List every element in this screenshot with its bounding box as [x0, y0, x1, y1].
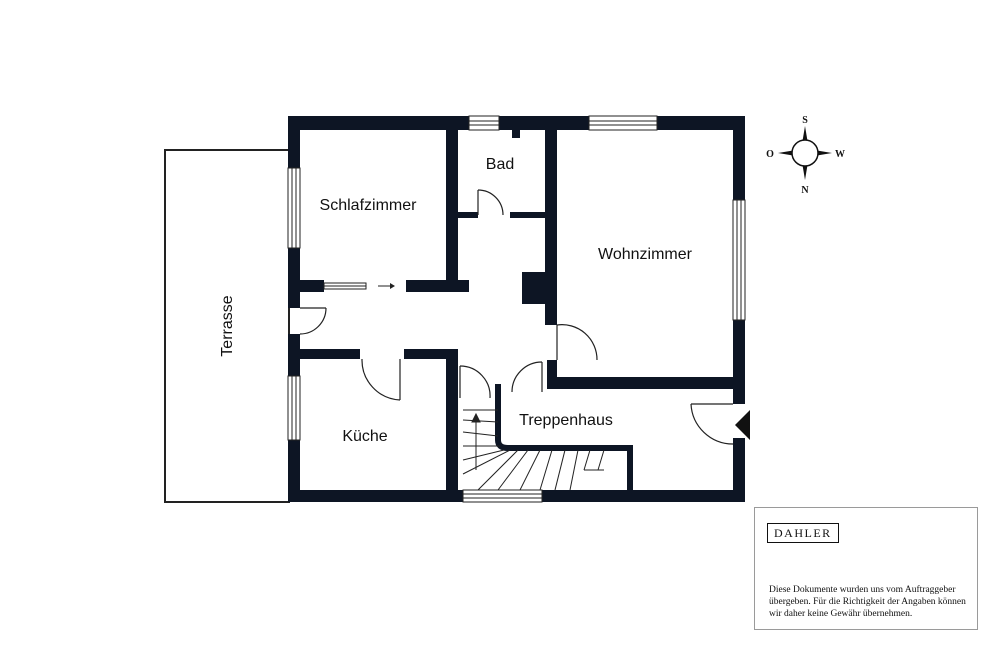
room-label-bathroom: Bad [486, 156, 514, 173]
windows [287, 115, 746, 503]
compass-right: W [835, 149, 845, 160]
info-box: DAHLER Diese Dokumente wurden uns vom Au… [754, 507, 978, 630]
room-label-bedroom: Schlafzimmer [320, 197, 418, 214]
compass-rose: S N O W [766, 115, 845, 196]
door-swings [299, 189, 734, 445]
room-label-terrace: Terrasse [219, 295, 236, 356]
brand-logo: DAHLER [767, 523, 839, 543]
compass-top: S [802, 115, 808, 126]
entrance-marker [735, 410, 750, 440]
staircase [462, 384, 633, 491]
walls [288, 116, 745, 502]
room-label-stairwell: Treppenhaus [519, 412, 613, 429]
direction-arrow [378, 283, 395, 289]
disclaimer-text: Diese Dokumente wurden uns vom Auftragge… [769, 585, 966, 619]
terrace-outline [164, 149, 290, 503]
room-label-kitchen: Küche [342, 428, 387, 445]
room-label-living-room: Wohnzimmer [598, 246, 693, 263]
compass-bottom: N [801, 185, 809, 196]
compass-left: O [766, 149, 774, 160]
